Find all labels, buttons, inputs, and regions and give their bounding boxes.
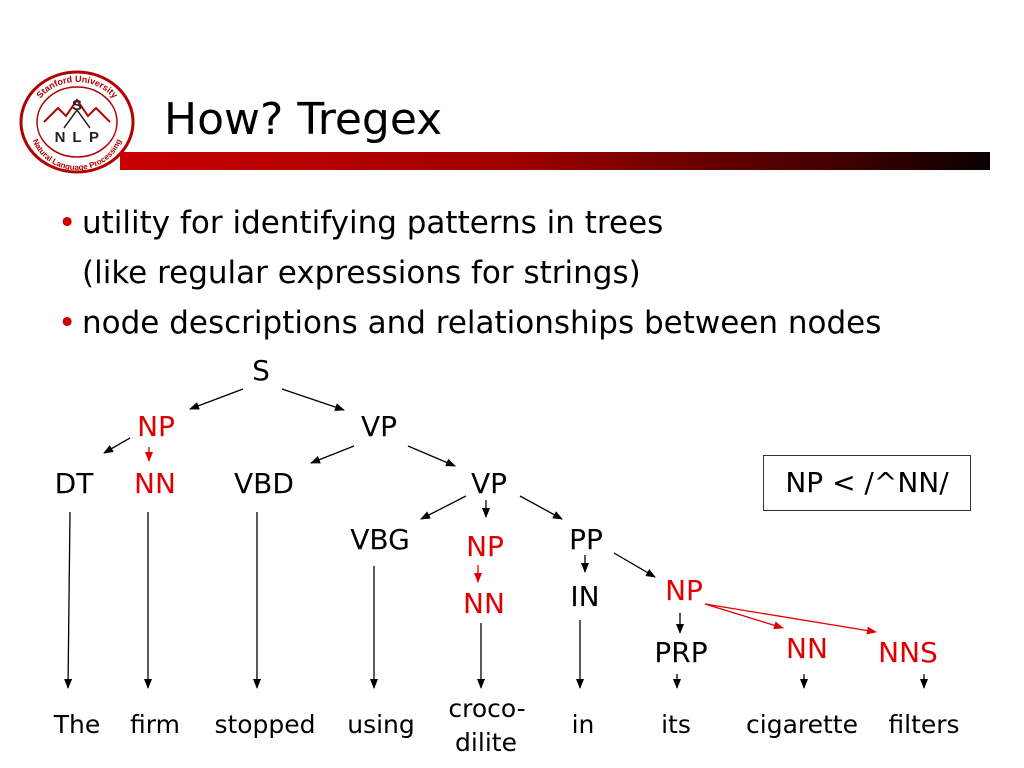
edge-vp-vbd [310, 445, 355, 464]
node-nn-crocodilite: NN [463, 587, 505, 620]
edge-vp-vbg [420, 495, 467, 520]
word-croco: croco- [448, 694, 526, 723]
word-firm: firm [130, 710, 180, 739]
node-pp: PP [569, 523, 603, 556]
svg-text:N: N [55, 129, 66, 146]
svg-text:P: P [89, 129, 99, 146]
node-np-pp: NP [665, 574, 703, 607]
title-rule [120, 152, 990, 170]
node-vbd: VBD [234, 467, 294, 500]
node-np-subject: NP [137, 410, 175, 443]
bullet-marker: • [58, 305, 77, 341]
bullet-continuation: (like regular expressions for strings) [82, 255, 641, 291]
node-np-object: NP [466, 530, 504, 563]
word-using: using [347, 710, 415, 739]
svg-text:L: L [72, 129, 81, 146]
edge-s-np [189, 388, 244, 410]
edge-vp-pp [519, 495, 563, 520]
node-vbg: VBG [350, 523, 410, 556]
edge-s-vp [281, 388, 345, 411]
word-cigarette: cigarette [746, 710, 858, 739]
bullet-text: utility for identifying patterns in tree… [82, 205, 664, 241]
stanford-nlp-logo: Stanford University Natural Language Pro… [19, 70, 135, 174]
slide-title: How? Tregex [164, 94, 443, 145]
edge-np-dt [103, 437, 131, 454]
node-vp-inner: VP [470, 467, 508, 500]
word-filters: filters [888, 710, 960, 739]
node-nn-firm: NN [134, 467, 176, 500]
edge-vp-vp [407, 445, 456, 467]
word-its: its [661, 710, 691, 739]
edge-pp-np [613, 552, 656, 578]
tregex-pattern: NP < /^NN/ [763, 455, 971, 511]
node-nn-cigarette: NN [786, 632, 828, 665]
word-in: in [571, 710, 595, 739]
word-the: The [53, 710, 101, 739]
leaf-the [64, 511, 73, 689]
node-s: S [252, 354, 270, 387]
node-in: IN [570, 580, 600, 613]
bullet-item: •node descriptions and relationships bet… [58, 298, 881, 348]
bullet-text: node descriptions and relationships betw… [82, 305, 882, 341]
edge-np-nn-match [704, 603, 784, 630]
bullet-list: •utility for identifying patterns in tre… [58, 198, 881, 348]
svg-text:S: S [72, 97, 82, 114]
word-stopped: stopped [214, 710, 316, 739]
word-dilite: dilite [455, 728, 517, 757]
edge-np-nns-match [704, 603, 877, 635]
bullet-marker: • [58, 205, 77, 241]
bullet-item: •utility for identifying patterns in tre… [58, 198, 881, 248]
node-prp: PRP [654, 636, 708, 669]
node-vp: VP [360, 410, 398, 443]
node-dt: DT [54, 467, 94, 500]
node-nns-filters: NNS [878, 636, 938, 669]
